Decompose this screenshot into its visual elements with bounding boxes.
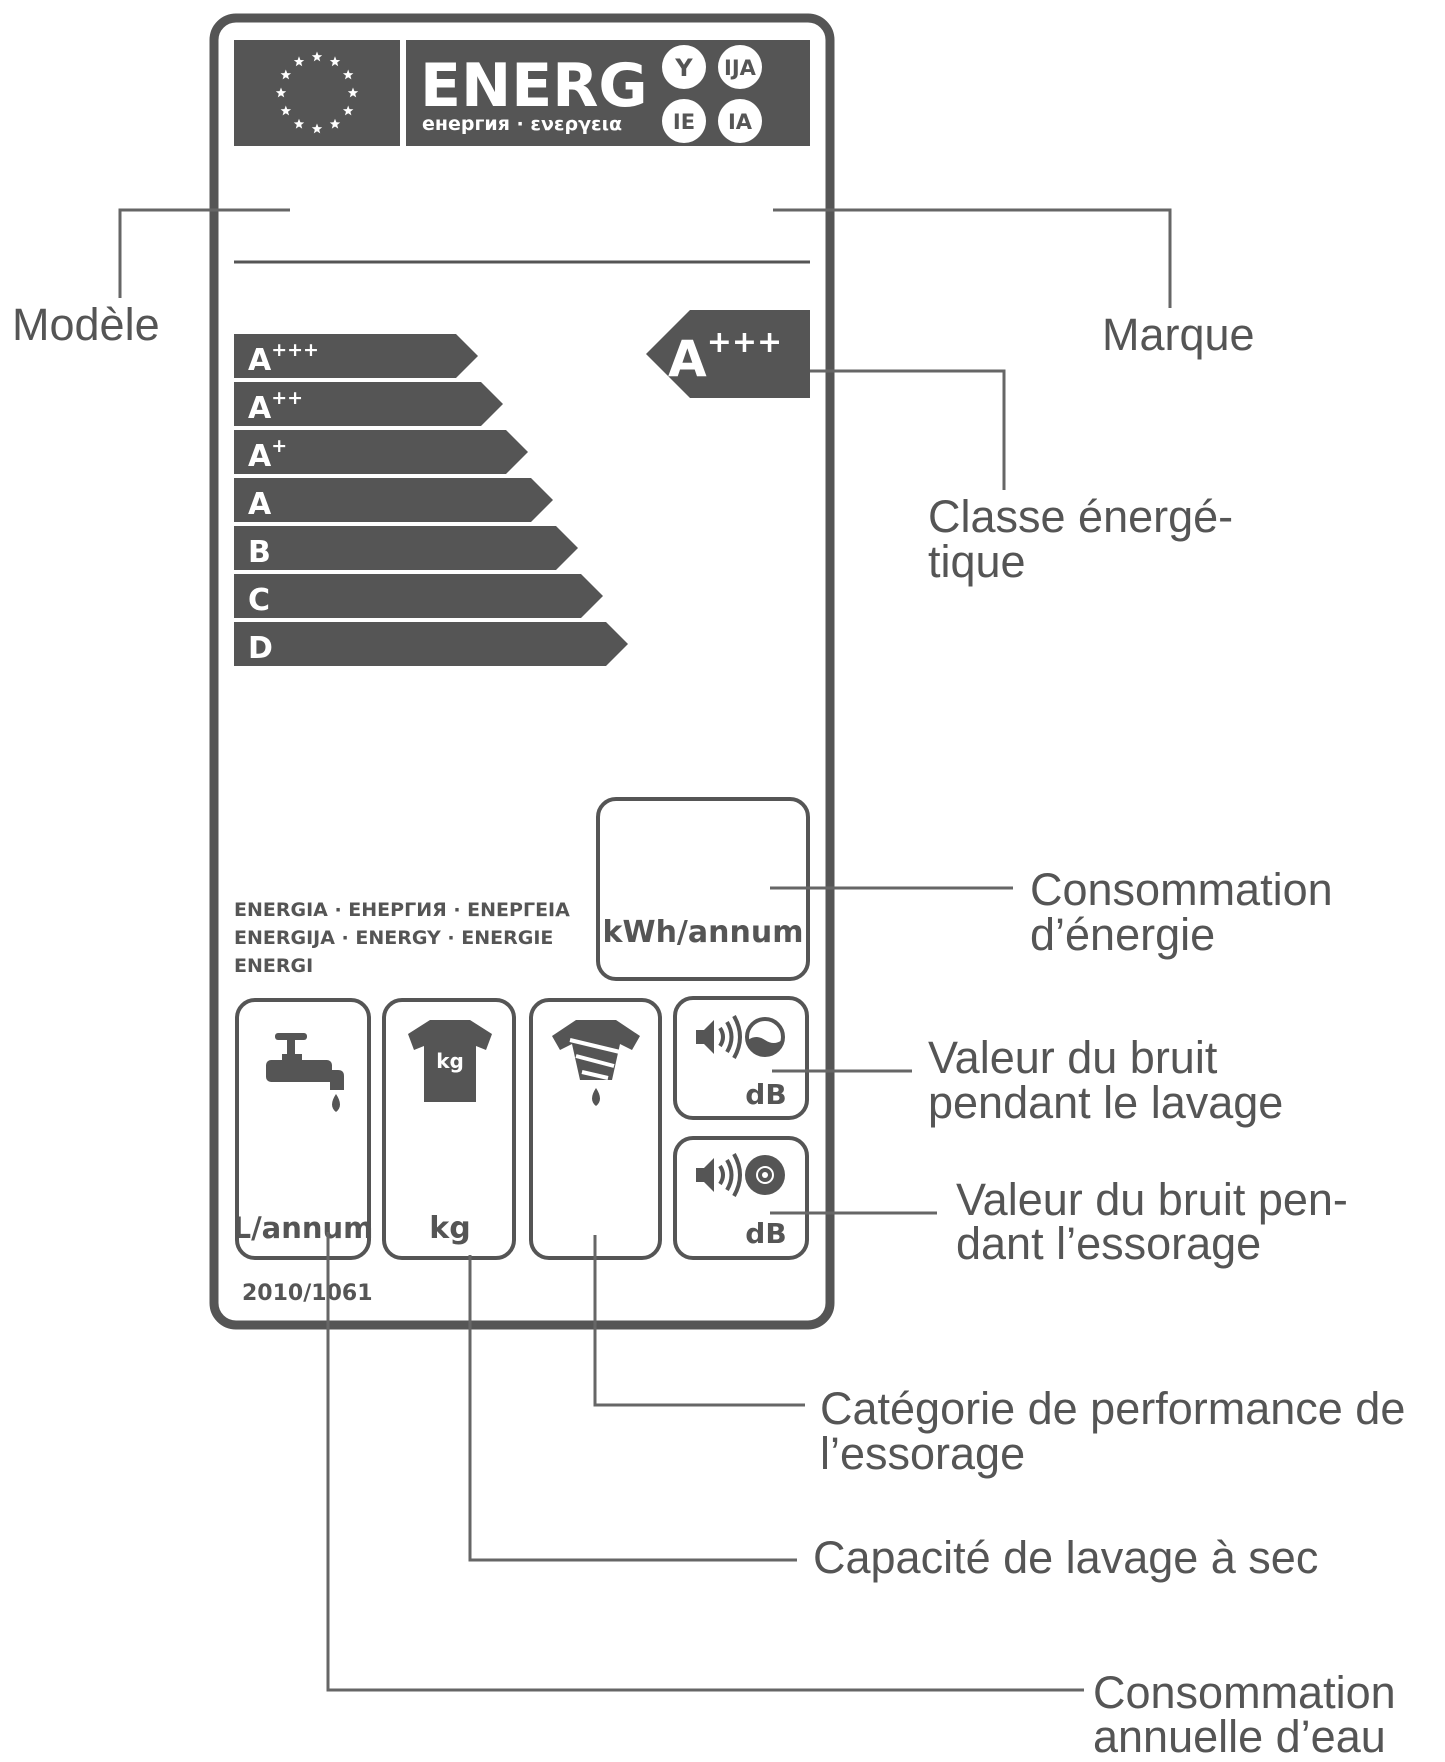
- svg-text:A+: A+: [248, 435, 287, 474]
- callout-model: Modèle: [12, 299, 160, 350]
- svg-text:D: D: [248, 631, 273, 666]
- selected-class: A+++: [668, 325, 782, 388]
- scale-base: A: [248, 487, 272, 522]
- lang-text-ia: IA: [728, 110, 753, 134]
- callout-spin-noise-line2: dant l’essorage: [956, 1218, 1261, 1269]
- scale-arrow-c: C: [234, 574, 603, 618]
- scale-arrow-a: A: [234, 478, 553, 522]
- scale-base: B: [248, 535, 271, 570]
- callout-wash-noise-line1: Valeur du bruit: [928, 1032, 1218, 1083]
- tshirt-spin-icon: [552, 1020, 640, 1106]
- energy-scale: A+++ A++ A+ A B C D: [234, 334, 628, 666]
- svg-text:C: C: [248, 583, 270, 618]
- header-title: ENERG: [420, 51, 648, 121]
- eu-star: [329, 56, 341, 67]
- tshirt-badge: kg: [436, 1049, 464, 1073]
- eu-star: [342, 105, 354, 116]
- scale-arrow-aplus: A+: [234, 430, 528, 474]
- svg-text:A++: A++: [248, 387, 303, 426]
- eu-star: [280, 69, 292, 80]
- scale-arrow-d: D: [234, 622, 628, 666]
- leader-capacity: [468, 1255, 797, 1562]
- leader-spin-class: [593, 1235, 805, 1407]
- eu-stars-icon: [275, 51, 359, 134]
- drum-wash-icon: [745, 1017, 785, 1057]
- capacity-unit: kg: [429, 1211, 470, 1246]
- eu-star: [311, 123, 323, 134]
- selected-class-arrow: [646, 310, 810, 398]
- water-unit: L/annum: [233, 1211, 374, 1245]
- regulation-number: 2010/1061: [242, 1281, 373, 1306]
- svg-text:A+++: A+++: [248, 339, 319, 378]
- lang-text-y: Y: [674, 54, 693, 82]
- speaker-wash-icon: [696, 1015, 742, 1059]
- spin-noise-box: [673, 1136, 809, 1260]
- eu-star: [280, 105, 292, 116]
- callout-capacity: Capacité de lavage à sec: [813, 1532, 1318, 1583]
- energy-unit: kWh/annum: [603, 915, 804, 950]
- callout-energy-class-line1: Classe énergé-: [928, 491, 1233, 542]
- callout-spin-class-line1: Catégorie de performance de: [820, 1383, 1405, 1434]
- eu-star: [311, 51, 323, 62]
- water-tap-icon: [266, 1033, 344, 1112]
- tshirt-kg-icon: [408, 1020, 492, 1102]
- spin-noise-unit: dB: [745, 1217, 786, 1250]
- callout-energy-class-line2: tique: [928, 536, 1026, 587]
- callout-water-line2: annuelle d’eau: [1093, 1711, 1386, 1762]
- scale-base: D: [248, 631, 273, 666]
- scale-arrow-aplusplus: A++: [234, 382, 503, 426]
- callout-spin-class-line2: l’essorage: [820, 1428, 1025, 1479]
- scale-base: A: [248, 439, 272, 474]
- leader-model: [118, 208, 290, 298]
- eu-star: [329, 118, 341, 129]
- eu-star: [275, 87, 287, 98]
- callout-spin-noise-line1: Valeur du bruit pen-: [956, 1174, 1348, 1225]
- scale-arrow-aplusplusplus: A+++: [234, 334, 478, 378]
- scale-base: A: [248, 343, 272, 378]
- callout-water-line1: Consommation: [1093, 1667, 1396, 1718]
- eu-star: [293, 56, 305, 67]
- lang-circle-y: [662, 45, 706, 89]
- drum-spin-icon: [745, 1155, 785, 1195]
- lang-circle-ia: [718, 99, 762, 143]
- svg-text:B: B: [248, 535, 271, 570]
- scale-base: A: [248, 391, 272, 426]
- scale-sup: ++: [271, 387, 303, 409]
- energy-words-line2: ENERGIJA · ENERGY · ENERGIE: [234, 927, 553, 949]
- leader-energy-class: [810, 369, 1006, 490]
- leader-brand: [773, 208, 1172, 308]
- scale-base: C: [248, 583, 270, 618]
- callout-energy-consumption-line2: d’énergie: [1030, 909, 1215, 960]
- scale-sup: +: [271, 435, 287, 457]
- leader-water: [326, 1232, 1084, 1692]
- svg-text:A: A: [248, 487, 272, 522]
- lang-text-ie: IE: [673, 110, 695, 134]
- lang-circle-ija: [718, 45, 762, 89]
- lang-circle-ie: [662, 99, 706, 143]
- eu-star: [347, 87, 359, 98]
- scale-arrow-b: B: [234, 526, 578, 570]
- energy-words-line3: ENERGI: [234, 955, 313, 977]
- callout-wash-noise-line2: pendant le lavage: [928, 1077, 1283, 1128]
- header-subtitle: енергия · ενεργεια: [422, 113, 622, 135]
- callout-energy-consumption-line1: Consommation: [1030, 864, 1333, 915]
- eu-star: [293, 118, 305, 129]
- wash-noise-unit: dB: [745, 1078, 786, 1111]
- eu-star: [342, 69, 354, 80]
- capacity-box: [382, 998, 516, 1260]
- lang-text-ija: IJA: [724, 56, 757, 80]
- energy-words-line1: ENERGIA · ЕНЕРГИЯ · ΕΝΕΡΓΕΙΑ: [234, 899, 570, 921]
- speaker-spin-icon: [696, 1153, 742, 1197]
- scale-sup: +++: [271, 339, 319, 361]
- wash-noise-box: [673, 996, 809, 1120]
- callout-brand: Marque: [1102, 309, 1255, 360]
